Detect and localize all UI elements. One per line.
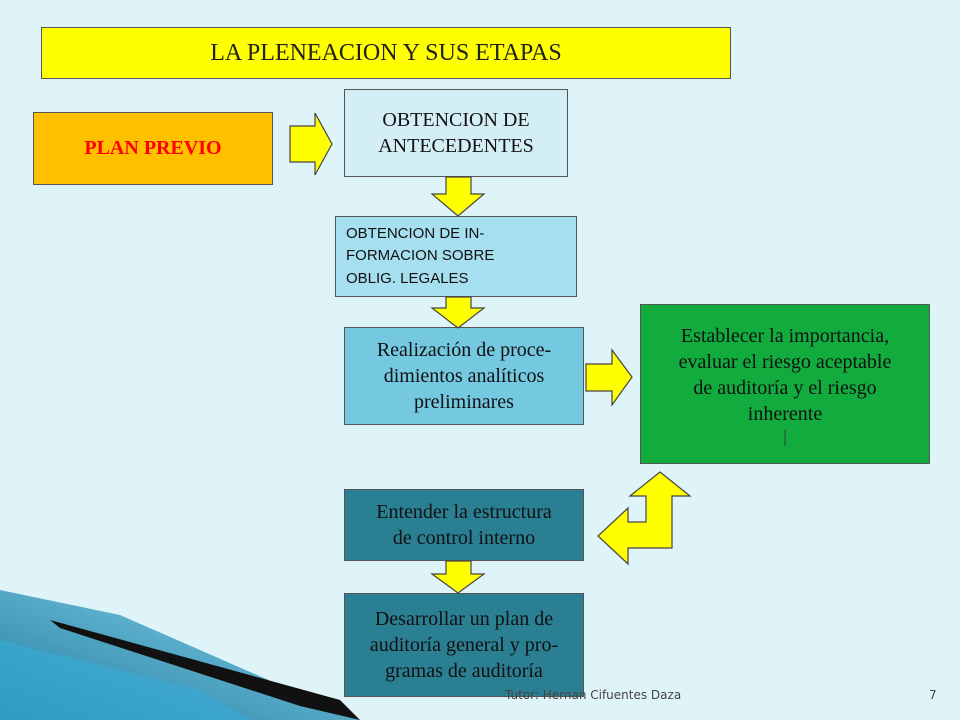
step-establecer-importancia-label: Establecer la importancia, evaluar el ri…	[678, 325, 892, 425]
footer-author: Tutor: Hernan Cifuentes Daza	[505, 688, 682, 702]
step-plan-auditoria: Desarrollar un plan de auditoría general…	[344, 593, 584, 697]
step-control-interno: Entender la estructura de control intern…	[344, 489, 584, 561]
arrow-right-icon	[289, 112, 333, 176]
plan-previo-box: PLAN PREVIO	[33, 112, 273, 185]
arrow-down-icon	[430, 176, 486, 217]
page-number: 7	[929, 688, 937, 702]
step-obtencion-antecedentes: OBTENCION DE ANTECEDENTES	[344, 89, 568, 177]
text-cursor-mark: |	[783, 426, 787, 446]
arrow-right-icon	[585, 348, 633, 407]
arrow-down-icon	[430, 296, 486, 329]
page-title: LA PLENEACION Y SUS ETAPAS	[41, 27, 731, 79]
arrow-down-icon	[430, 560, 486, 594]
step-procedimientos-analiticos: Realización de proce- dimientos analític…	[344, 327, 584, 425]
step-establecer-importancia: Establecer la importancia, evaluar el ri…	[640, 304, 930, 464]
step-obligaciones-legales: OBTENCION DE IN- FORMACION SOBRE OBLIG. …	[335, 216, 577, 297]
bent-arrow-icon	[597, 471, 692, 566]
